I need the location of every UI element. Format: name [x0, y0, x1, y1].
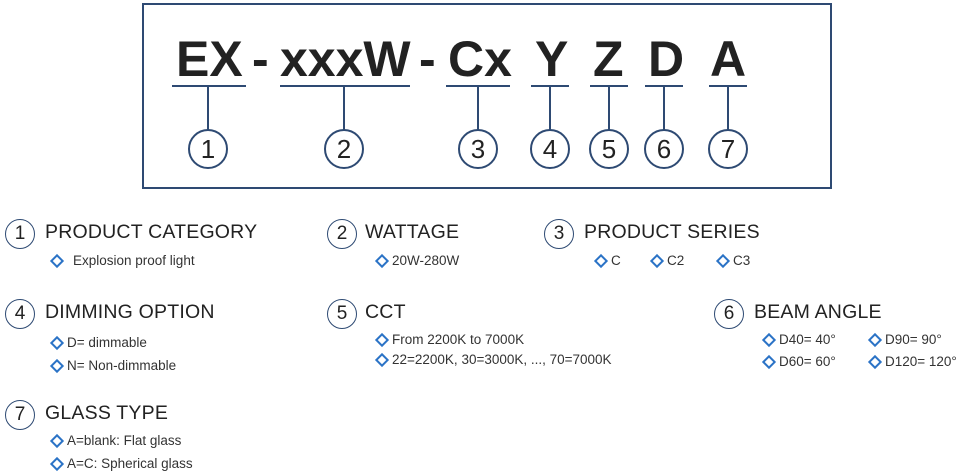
code-segment-dimming: Y: [535, 31, 569, 87]
diamond-bullet-icon: [593, 253, 609, 268]
list-item: D90= 90°: [867, 332, 942, 347]
list-item: D40= 40°: [761, 332, 836, 347]
list-item: C: [593, 253, 621, 268]
list-item: D= dimmable: [49, 335, 147, 350]
section-number: 6: [714, 299, 744, 329]
list-item: 22=2200K, 30=3000K, ..., 70=7000K: [374, 352, 612, 367]
product-code-box: EX - xxxW - Cx Y Z D A 1 2 3 4 5 6 7: [142, 3, 832, 189]
code-segment-beam: D: [648, 31, 685, 87]
code-segment-series: Cx: [448, 31, 512, 87]
underline-1: [172, 85, 246, 87]
list-item: A=C: Spherical glass: [49, 456, 193, 471]
connector-1: [207, 87, 209, 133]
underline-5: [590, 85, 628, 87]
section-title: DIMMING OPTION: [45, 301, 215, 323]
diamond-bullet-icon: [761, 354, 777, 369]
diamond-bullet-icon: [49, 358, 65, 373]
underline-3: [446, 85, 510, 87]
code-segment-cct: Z: [593, 31, 624, 87]
connector-2: [343, 87, 345, 133]
list-item: A=blank: Flat glass: [49, 433, 181, 448]
code-number-1: 1: [188, 129, 228, 169]
section-number: 7: [5, 400, 35, 430]
connector-5: [608, 87, 610, 133]
list-item: C3: [715, 253, 750, 268]
diamond-bullet-icon: [867, 354, 883, 369]
section-title: WATTAGE: [365, 221, 460, 243]
list-item: N= Non-dimmable: [49, 358, 176, 373]
underline-4: [531, 85, 569, 87]
diamond-bullet-icon: [867, 332, 883, 347]
list-item: D60= 60°: [761, 354, 836, 369]
section-title: BEAM ANGLE: [754, 301, 882, 323]
code-segment-category: EX: [176, 31, 243, 87]
diamond-bullet-icon: [374, 352, 390, 367]
diamond-bullet-icon: [649, 253, 665, 268]
section-number: 5: [327, 299, 357, 329]
section-number: 1: [5, 219, 35, 249]
diamond-bullet-icon: [761, 332, 777, 347]
diamond-bullet-icon: [49, 335, 65, 350]
code-number-3: 3: [458, 129, 498, 169]
underline-2: [280, 85, 410, 87]
diamond-bullet-icon: [715, 253, 731, 268]
connector-6: [663, 87, 665, 133]
section-title: CCT: [365, 301, 406, 323]
section-number: 3: [544, 219, 574, 249]
diamond-bullet-icon: [49, 456, 65, 471]
section-title: PRODUCT CATEGORY: [45, 221, 258, 243]
diamond-bullet-icon: [374, 332, 390, 347]
list-item: 20W-280W: [374, 253, 459, 268]
section-number: 4: [5, 299, 35, 329]
code-separator: -: [419, 31, 436, 87]
underline-7: [709, 85, 747, 87]
list-item: D120= 120°: [867, 354, 957, 369]
code-number-7: 7: [708, 129, 748, 169]
diamond-bullet-icon: [374, 253, 390, 268]
code-number-2: 2: [324, 129, 364, 169]
code-number-5: 5: [589, 129, 629, 169]
connector-7: [727, 87, 729, 133]
section-title: GLASS TYPE: [45, 402, 169, 424]
underline-6: [645, 85, 683, 87]
code-number-6: 6: [644, 129, 684, 169]
code-segment-wattage: xxxW: [280, 31, 411, 87]
diamond-bullet-icon: [49, 433, 65, 448]
code-separator: -: [252, 31, 269, 87]
section-number: 2: [327, 219, 357, 249]
connector-3: [477, 87, 479, 133]
diamond-bullet-icon: [49, 253, 65, 268]
list-item: C2: [649, 253, 684, 268]
code-segment-glass: A: [710, 31, 747, 87]
connector-4: [549, 87, 551, 133]
section-title: PRODUCT SERIES: [584, 221, 760, 243]
code-number-4: 4: [530, 129, 570, 169]
list-item: From 2200K to 7000K: [374, 332, 524, 347]
list-item: Explosion proof light: [49, 253, 195, 268]
